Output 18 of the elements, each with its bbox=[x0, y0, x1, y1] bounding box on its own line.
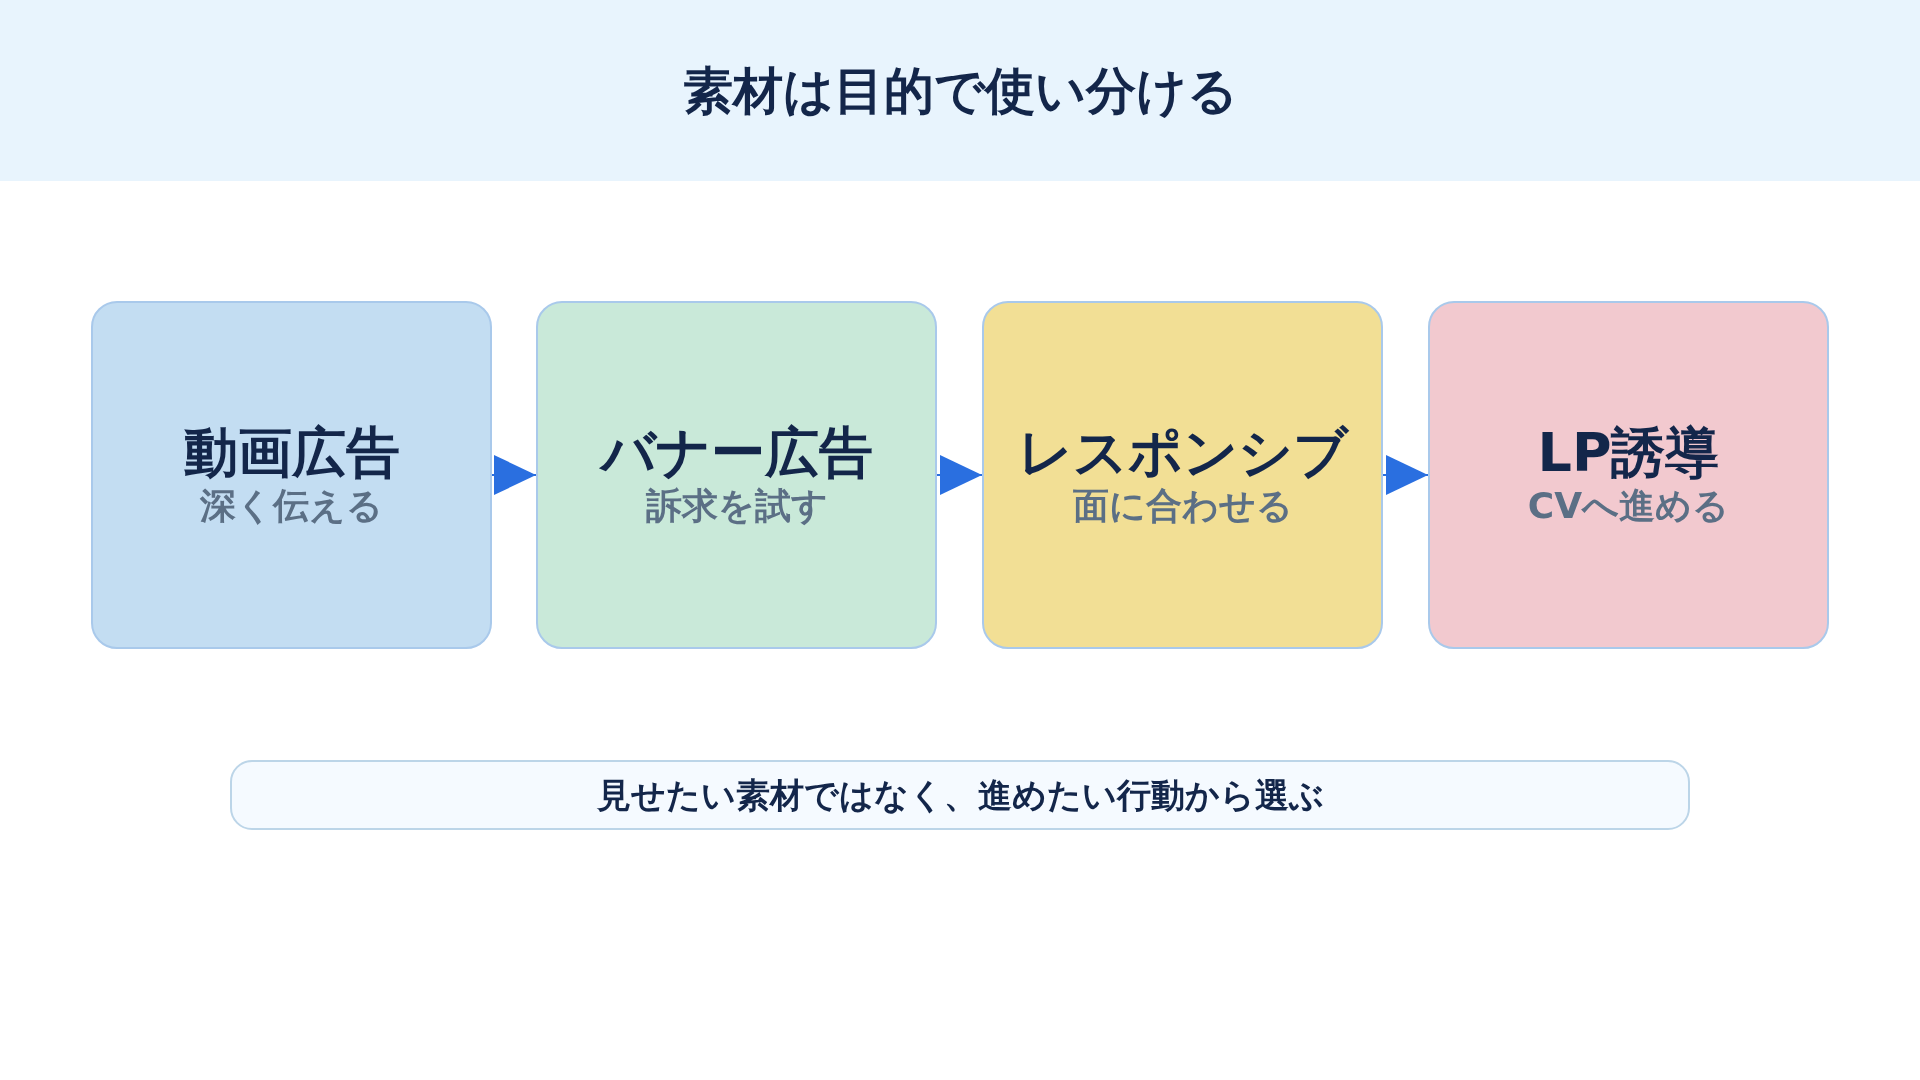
process-box bbox=[536, 301, 937, 649]
box-heading: LP誘導 bbox=[1537, 423, 1720, 484]
box-heading: 動画広告 bbox=[183, 423, 400, 484]
process-box bbox=[91, 301, 492, 649]
note-text: 見せたい素材ではなく、進めたい行動から選ぶ bbox=[596, 774, 1324, 816]
box-heading: バナー広告 bbox=[600, 423, 873, 484]
box-heading: レスポンシブ bbox=[1017, 423, 1348, 484]
arrow bbox=[1382, 455, 1429, 495]
arrow bbox=[936, 455, 983, 495]
box-subtitle: CVへ進める bbox=[1527, 483, 1730, 527]
title: 素材は目的で使い分ける bbox=[682, 60, 1238, 121]
process-box bbox=[1428, 301, 1829, 649]
box-subtitle: 訴求を試す bbox=[645, 483, 828, 527]
arrow bbox=[491, 455, 537, 495]
note-box bbox=[230, 760, 1690, 830]
box-subtitle: 深く伝える bbox=[200, 483, 383, 527]
process-box bbox=[982, 301, 1383, 649]
box-subtitle: 面に合わせる bbox=[1072, 483, 1293, 527]
